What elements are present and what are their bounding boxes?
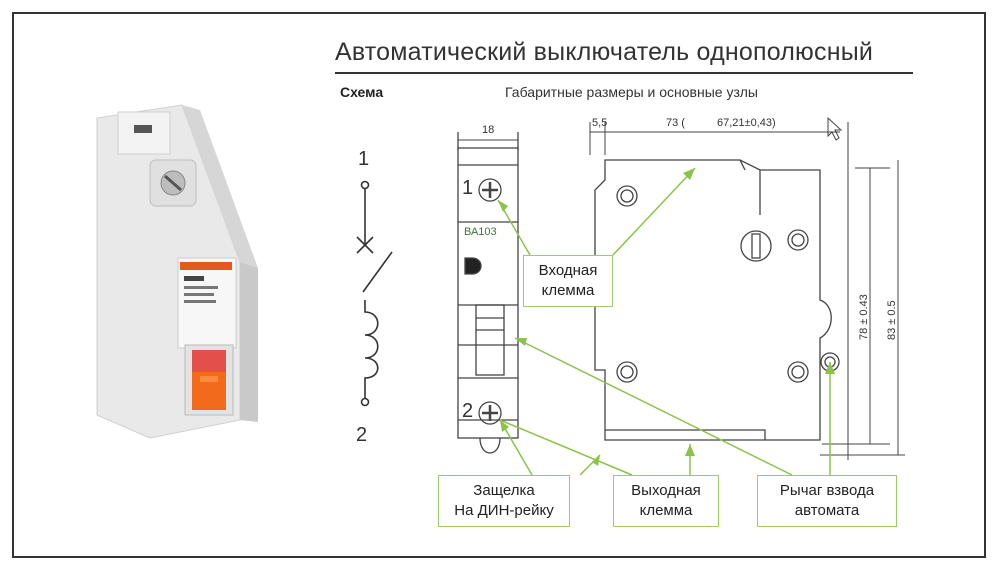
front-terminal-1-number: 1 [462,177,474,199]
callout-din-latch-line2: На ДИН-рейку [454,502,554,519]
height-dimension-78: 78 ± 0.43 [858,294,870,340]
dimensions-subtitle: Габаритные размеры и основные узлы [505,84,758,100]
front-width-dimension: 18 [482,124,495,136]
callout-din-latch-line1: Защелка [473,482,535,499]
scheme-label: Схема [340,84,384,100]
callout-din-latch: Защелка На ДИН-рейку [438,475,570,527]
model-label: ВА103 [464,226,497,238]
callout-input-terminal-line1: Входная [538,262,598,279]
schematic-pin-2: 2 [356,424,368,446]
callout-output-terminal-line1: Выходная [631,482,701,499]
height-dimension-83: 83 ± 0.5 [886,300,898,340]
depth-dimension: 73 ( [666,117,685,129]
breaker-photo [96,104,258,439]
page-title: Автоматический выключатель однополюсный [335,38,874,66]
callout-input-terminal-line2: клемма [541,282,595,299]
callout-output-terminal: Выходная клемма [613,475,719,527]
side-view [589,116,905,460]
offset-dimension: 5,5 [592,117,608,129]
schematic-symbol [356,180,393,407]
title-underline [335,72,913,74]
schematic-pin-1: 1 [358,148,370,170]
callout-input-terminal: Входная клемма [523,255,613,307]
front-terminal-2-number: 2 [462,400,474,422]
callout-output-terminal-line2: клемма [639,502,693,519]
callout-cocking-lever: Рычаг взвода автомата [757,475,897,527]
depth-dimension-tolerance: 67,21±0,43) [717,117,776,129]
callout-cocking-lever-line2: автомата [794,502,860,519]
front-view [457,132,519,454]
callout-cocking-lever-line1: Рычаг взвода [779,482,875,499]
outer-frame [12,12,986,558]
leader-arrowheads [498,168,835,466]
leader-lines [497,167,831,476]
